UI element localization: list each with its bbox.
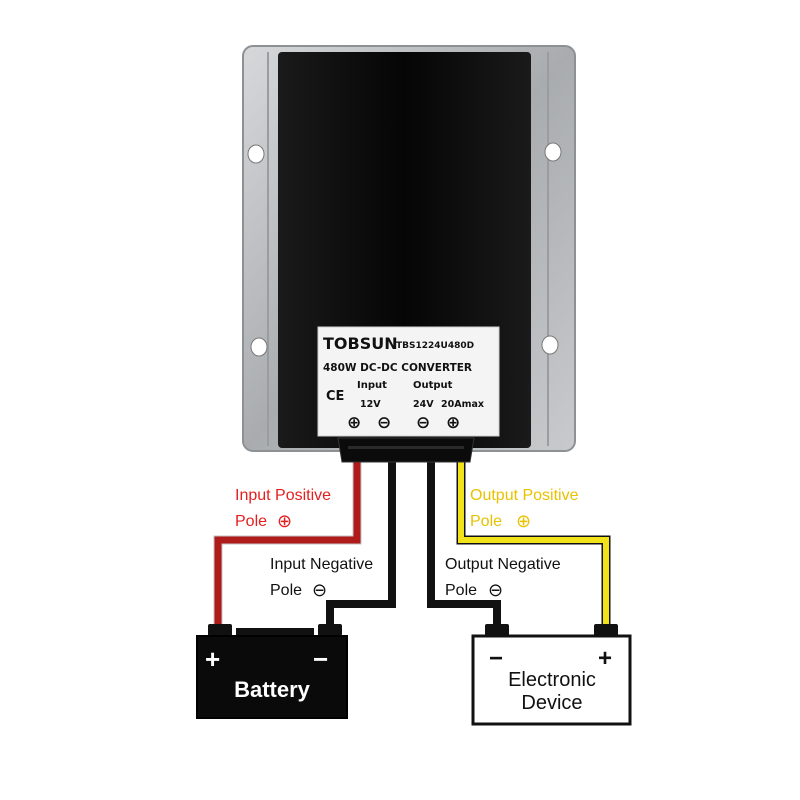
device-label-line2: Device (521, 692, 582, 714)
output-positive-label-line2: Pole (470, 513, 502, 530)
output-current: 20Amax (441, 399, 484, 410)
output-positive-symbol: ⊕ (516, 511, 531, 532)
input-positive-label-line2: Pole (235, 513, 267, 530)
input-positive-symbol: ⊕ (277, 511, 292, 532)
battery-top-strip (236, 628, 314, 636)
terminal-output-negative: ⊖ (416, 413, 430, 433)
battery-minus: − (313, 644, 328, 674)
mounting-hole-bottom-left (250, 337, 268, 357)
callout-labels: Input Positive Pole ⊕ Input Negative Pol… (235, 487, 579, 601)
device-plus: + (598, 645, 612, 672)
output-negative-label-line2: Pole (445, 582, 477, 599)
input-negative-label-line2: Pole (270, 582, 302, 599)
input-header: Input (357, 380, 387, 391)
input-positive-label-line1: Input Positive (235, 487, 331, 504)
device-terminal-positive (594, 624, 618, 636)
output-positive-label-line1: Output Positive (470, 487, 579, 504)
device-minus: − (489, 645, 503, 672)
battery-plus: + (205, 644, 220, 674)
cable-grommet (337, 437, 475, 463)
output-positive-wire (458, 455, 609, 628)
battery-terminal-negative (318, 624, 342, 636)
input-negative-symbol: ⊖ (312, 580, 327, 601)
converter-case: TOBSUN TBS1224U480D 480W DC-DC CONVERTER… (242, 45, 576, 463)
electronic-device: − + Electronic Device (471, 624, 632, 726)
device-label-line1: Electronic (508, 669, 596, 691)
output-voltage: 24V (413, 399, 434, 410)
mounting-hole-bottom-right (541, 335, 559, 355)
brand-name: TOBSUN (323, 334, 398, 353)
grommet-ridge (348, 446, 464, 449)
mounting-hole-top-left (247, 144, 265, 164)
output-header: Output (413, 380, 453, 391)
battery: + − Battery (196, 624, 348, 719)
input-voltage: 12V (360, 399, 381, 410)
battery-label: Battery (234, 677, 311, 702)
output-negative-wire (427, 455, 501, 628)
ce-mark: CE (326, 389, 344, 404)
battery-body (196, 635, 348, 719)
input-negative-label-line1: Input Negative (270, 556, 373, 573)
mounting-hole-top-right (544, 142, 562, 162)
output-negative-label-line1: Output Negative (445, 556, 561, 573)
terminal-input-negative: ⊖ (377, 413, 391, 433)
device-body (471, 634, 632, 726)
output-negative-symbol: ⊖ (488, 580, 503, 601)
converter-title: 480W DC-DC CONVERTER (323, 362, 472, 374)
spec-label (317, 326, 500, 437)
battery-terminal-positive (208, 624, 232, 636)
terminal-output-positive: ⊕ (446, 413, 460, 433)
input-positive-wire (214, 455, 361, 628)
model-number: TBS1224U480D (396, 341, 474, 351)
terminal-input-positive: ⊕ (347, 413, 361, 433)
wires (213, 455, 611, 628)
input-positive-wire-black-edge (213, 455, 362, 628)
input-negative-wire (326, 455, 396, 628)
device-terminal-negative (485, 624, 509, 636)
